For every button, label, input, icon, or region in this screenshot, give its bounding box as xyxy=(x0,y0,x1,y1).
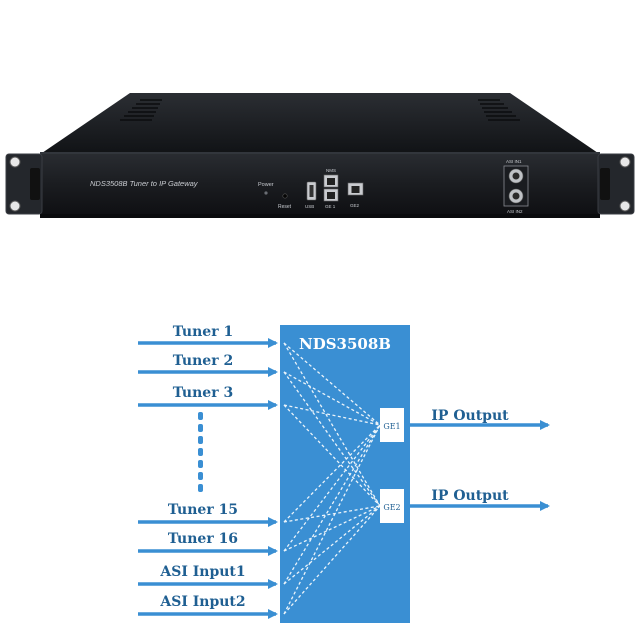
ge1-port-box xyxy=(380,408,404,442)
input-label: Tuner 1 xyxy=(173,324,233,340)
reset-button[interactable] xyxy=(282,193,288,199)
gateway-box xyxy=(280,325,410,623)
model-label: NDS3508B Tuner to IP Gateway xyxy=(90,179,199,188)
reset-label: Reset xyxy=(278,204,292,210)
chassis-top xyxy=(42,93,598,153)
gateway-box-title: NDS3508B xyxy=(299,335,391,353)
nms-label: NMS xyxy=(326,168,336,173)
input-label: ASI Input1 xyxy=(159,564,245,580)
rack-ear-right xyxy=(597,153,635,215)
routing-lines xyxy=(283,342,381,615)
power-led xyxy=(264,191,268,195)
output-arrows xyxy=(404,420,550,511)
input-label: Tuner 16 xyxy=(168,531,238,547)
asi-in2-connector[interactable] xyxy=(508,188,524,204)
power-label: Power xyxy=(258,182,274,188)
usb-label: USB xyxy=(305,204,314,209)
input-label: ASI Input2 xyxy=(159,594,245,610)
ge2-port-label: GE2 xyxy=(383,503,400,512)
lid-vents xyxy=(120,99,520,121)
asi-in2-label: ASI IN2 xyxy=(507,209,523,214)
input-label: Tuner 15 xyxy=(168,502,238,518)
input-label: Tuner 2 xyxy=(173,353,233,369)
ge1-port-label: GE1 xyxy=(383,422,400,431)
output-label: IP Output xyxy=(431,488,509,504)
block-diagram: NDS3508B GE1 GE2 xyxy=(138,324,550,623)
output-label: IP Output xyxy=(431,408,509,424)
rack-ear-left xyxy=(5,153,43,215)
ge1-label: GE 1 xyxy=(325,204,336,209)
device-photo: NDS3508B Tuner to IP Gateway Power Reset… xyxy=(5,93,635,218)
asi-in1-label: ASI IN1 xyxy=(506,159,522,164)
asi-in1-connector[interactable] xyxy=(508,168,524,184)
ellipsis-dots xyxy=(198,412,203,492)
input-arrows xyxy=(138,338,278,619)
ge2-label: GE2 xyxy=(350,203,360,208)
input-label: Tuner 3 xyxy=(173,385,233,401)
ge2-port-box xyxy=(380,489,404,523)
